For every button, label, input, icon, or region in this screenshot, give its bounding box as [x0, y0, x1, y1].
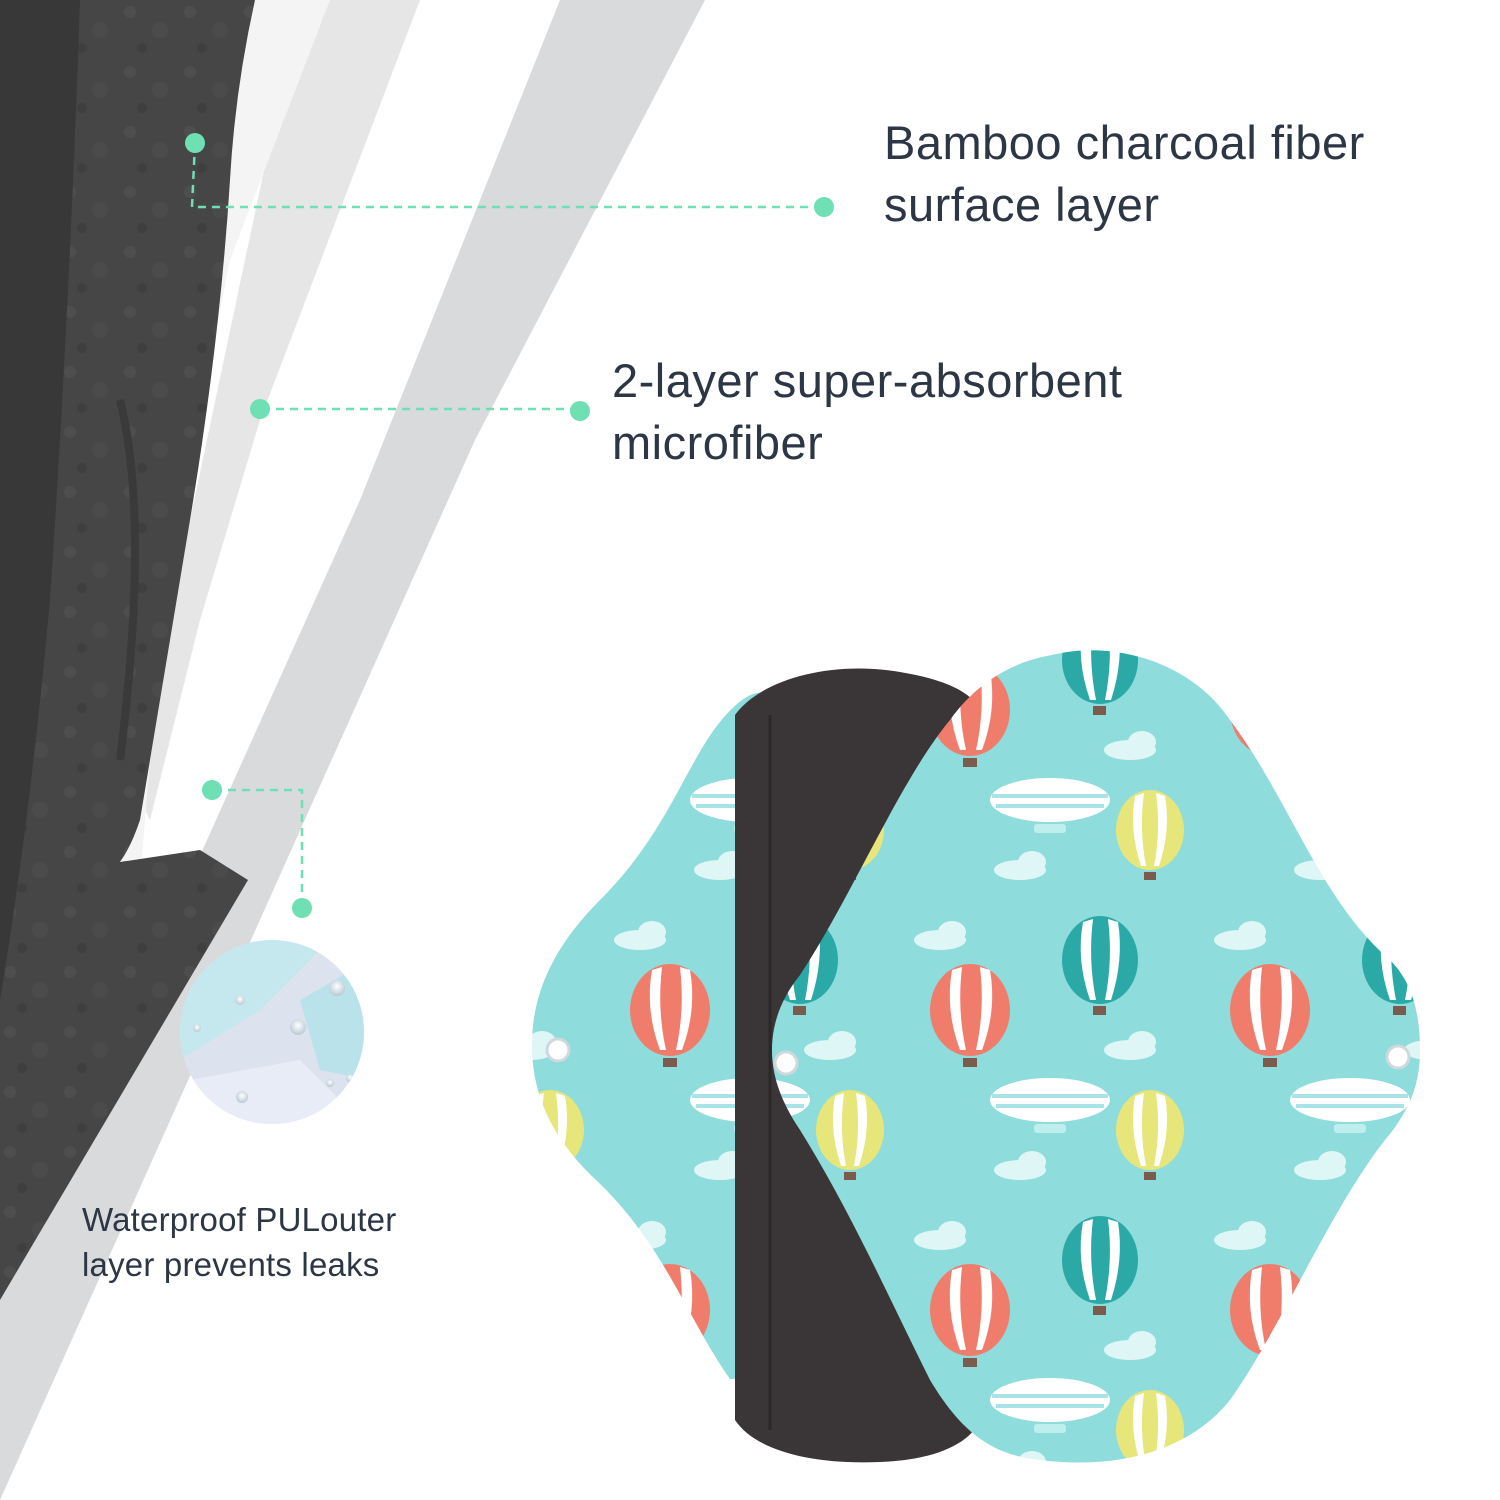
front-pad: [772, 650, 1420, 1463]
outer-layer-label-line2: layer prevents leaks: [82, 1246, 380, 1283]
outer-callout-dot-start: [202, 780, 222, 800]
outer-layer-label: Waterproof PULouter layer prevents leaks: [82, 1197, 396, 1287]
callout-lines: [190, 142, 822, 906]
microfiber-callout-dot-end: [570, 401, 590, 421]
fabric-layers-closeup: [0, 0, 705, 1500]
outer-callout-dot-end: [292, 898, 312, 918]
surface-layer-label: Bamboo charcoal fiber surface layer: [884, 112, 1365, 236]
surface-layer-label-line1: Bamboo charcoal fiber: [884, 116, 1365, 169]
back-pad: [532, 692, 800, 1406]
microfiber-callout-dot-start: [250, 399, 270, 419]
surface-layer-label-line2: surface layer: [884, 178, 1160, 231]
outer-layer-label-line1: Waterproof PULouter: [82, 1201, 397, 1238]
microfiber-layer-label-line2: microfiber: [612, 416, 824, 469]
surface-callout-dot-start: [185, 133, 205, 153]
surface-callout-dot-end: [814, 197, 834, 217]
snap-left: [545, 1037, 571, 1063]
microfiber-layer-label-line1: 2-layer super-absorbent: [612, 354, 1123, 407]
outer-callout-line: [214, 788, 304, 906]
snap-front-right: [1385, 1044, 1411, 1070]
cloth-pads: [532, 650, 1420, 1463]
snap-front-left: [773, 1050, 799, 1076]
microfiber-layer-label: 2-layer super-absorbent microfiber: [612, 350, 1123, 474]
callout-dots: [185, 133, 834, 918]
waterproof-magnifier: [180, 940, 364, 1124]
surface-callout-line: [190, 142, 822, 209]
